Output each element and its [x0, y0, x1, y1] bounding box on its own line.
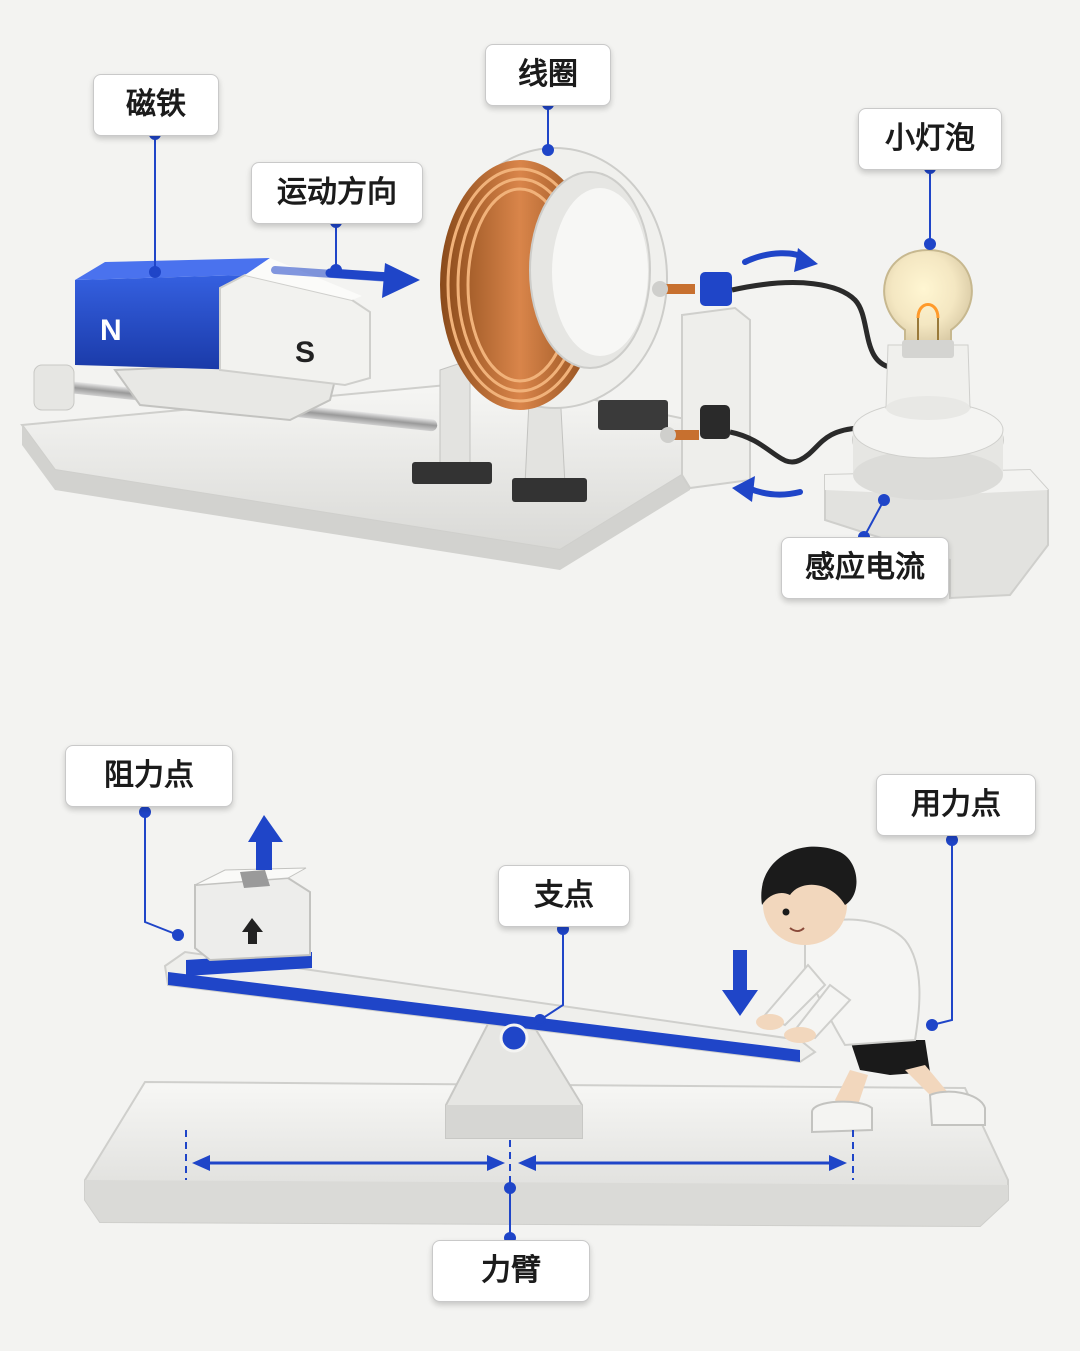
load-box: [186, 867, 312, 976]
lever-arm-label: 力臂: [432, 1240, 590, 1302]
lever-plank: [163, 950, 817, 1064]
lever-apparatus: [84, 815, 1009, 1228]
light-bulb: [883, 248, 973, 358]
pivot-pin: [499, 1023, 529, 1053]
effort-down-arrow: [722, 950, 758, 1016]
current-arrow-bottom: [732, 476, 803, 502]
terminal-post: [652, 272, 751, 490]
north-pole-label: N: [100, 314, 122, 347]
fulcrum-label: 支点: [498, 865, 630, 927]
coil: [440, 147, 668, 410]
south-pole-label: S: [295, 336, 315, 369]
bulb-label: 小灯泡: [858, 108, 1002, 170]
rail-block-left: [33, 364, 75, 411]
boy-figure: [756, 846, 986, 1134]
coil-label: 线圈: [485, 44, 611, 106]
blue-terminal-knob: [700, 272, 732, 306]
current-arrow-top: [742, 248, 818, 272]
induction-apparatus: N S: [20, 147, 1049, 600]
wire-bottom: [729, 425, 861, 465]
induced-current-label: 感应电流: [781, 537, 949, 599]
motion-direction-label: 运动方向: [251, 162, 423, 224]
black-terminal-knob: [700, 405, 730, 439]
load-up-arrow: [248, 815, 283, 870]
magnet-label: 磁铁: [93, 74, 219, 136]
wire-top: [731, 280, 896, 371]
base-board-edge: [22, 425, 690, 570]
lever-arm-measure: [185, 1130, 854, 1190]
effort-point-label: 用力点: [876, 774, 1036, 836]
load-point-label: 阻力点: [65, 745, 233, 807]
callout-lines-bottom: [139, 806, 958, 1244]
